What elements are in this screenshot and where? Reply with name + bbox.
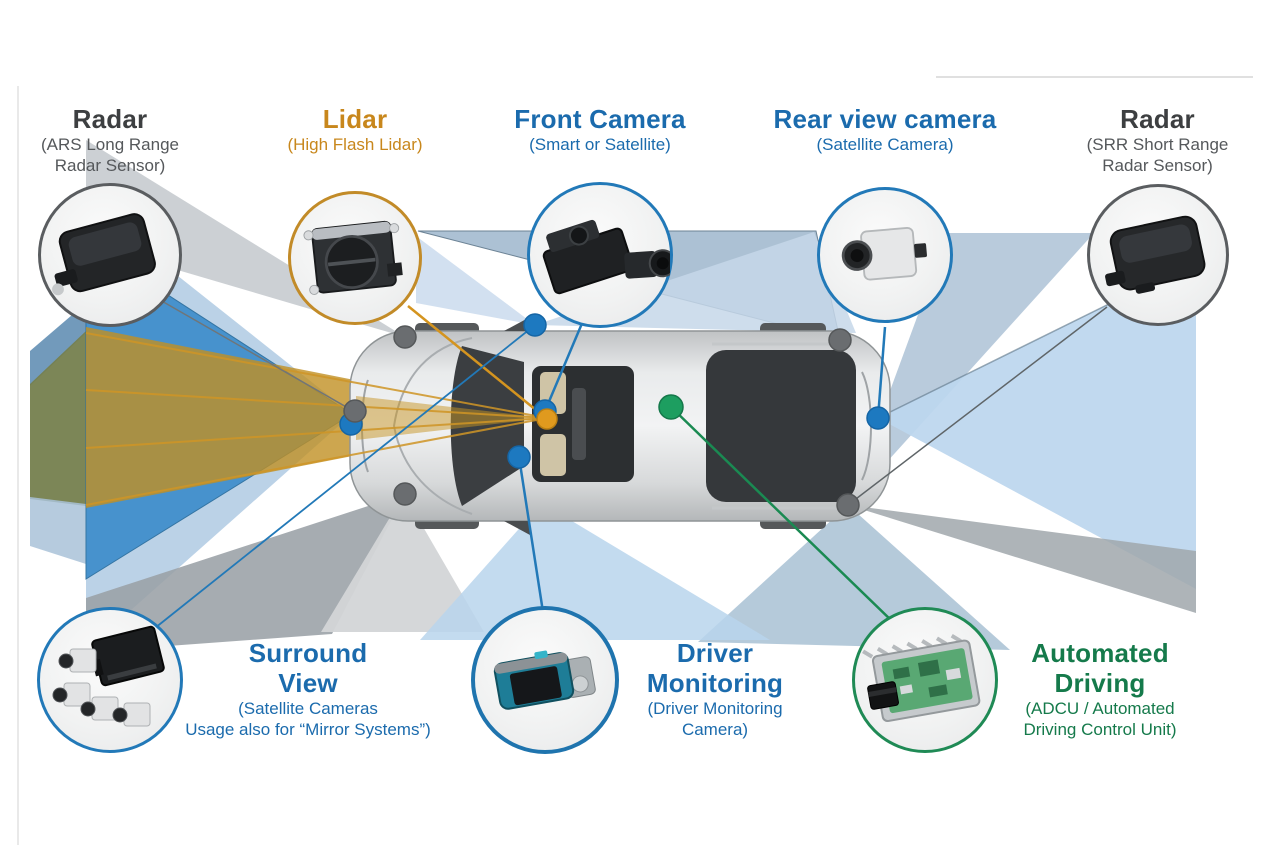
automated-driving-ecu-icon <box>862 633 981 723</box>
car-top-view <box>349 317 891 535</box>
label-driver-monitoring: Driver Monitoring (Driver Monitoring Cam… <box>600 638 830 740</box>
surround-view-title-line2: View <box>278 668 338 698</box>
connector-lines <box>149 299 1108 633</box>
driver-monitoring-subtitle-line2: Camera) <box>681 720 749 739</box>
rear-camera-subtitle: (Satellite Camera) <box>816 135 954 154</box>
rear-camera-title: Rear view camera <box>773 104 997 134</box>
automated-driving-title-line2: Driving <box>1054 668 1146 698</box>
lidar-pod <box>288 191 422 325</box>
radar-short-subtitle-line1: (SRR Short Range <box>1086 135 1229 154</box>
lidar-subtitle: (High Flash Lidar) <box>287 135 423 154</box>
driver-monitoring-pod <box>471 606 619 754</box>
radar-long-subtitle-line1: (ARS Long Range <box>41 135 179 154</box>
label-automated-driving: Automated Driving (ADCU / Automated Driv… <box>975 638 1225 740</box>
automated-driving-subtitle-line1: (ADCU / Automated <box>1025 699 1175 718</box>
radar-short-range-pod <box>1087 184 1229 326</box>
radar-short-subtitle-line2: Radar Sensor) <box>1102 156 1213 175</box>
driver-monitoring-camera-icon <box>493 650 596 710</box>
label-surround-view: Surround View (Satellite Cameras Usage a… <box>163 638 453 740</box>
radar-long-title: Radar <box>72 104 148 134</box>
label-front-camera: Front Camera (Smart or Satellite) <box>480 104 720 155</box>
surround-view-pod <box>37 607 183 753</box>
driver-monitoring-title-line1: Driver <box>676 638 754 668</box>
radar-long-subtitle-line2: Radar Sensor) <box>54 156 166 175</box>
automated-driving-title-line1: Automated <box>1031 638 1169 668</box>
surround-view-subtitle-line1: (Satellite Cameras <box>238 699 378 718</box>
radar-long-range-sensor-icon <box>52 213 156 296</box>
driver-monitoring-subtitle-line1: (Driver Monitoring <box>647 699 783 718</box>
rear-camera-pod <box>817 187 953 323</box>
label-radar-long-range: Radar (ARS Long Range Radar Sensor) <box>10 104 210 176</box>
front-camera-pod <box>527 182 673 328</box>
automated-driving-subtitle-line2: Driving Control Unit) <box>1023 720 1177 739</box>
rear-view-camera-icon <box>841 226 927 281</box>
front-camera-title: Front Camera <box>514 104 686 134</box>
surround-view-title-line1: Surround <box>248 638 368 668</box>
front-camera-icon <box>542 219 670 295</box>
lidar-sensor-icon <box>303 220 403 295</box>
label-rear-camera: Rear view camera (Satellite Camera) <box>755 104 1015 155</box>
radar-long-range-pod <box>38 183 182 327</box>
label-lidar: Lidar (High Flash Lidar) <box>255 104 455 155</box>
surround-view-subtitle-line2: Usage also for “Mirror Systems”) <box>185 720 431 739</box>
frame-hairlines <box>17 76 1253 845</box>
driver-monitoring-title-line2: Monitoring <box>646 668 784 698</box>
surround-view-cameras-icon <box>52 625 165 727</box>
radar-short-range-sensor-icon <box>1105 215 1206 294</box>
automated-driving-pod <box>852 607 998 753</box>
sensor-location-dots <box>339 313 890 517</box>
label-radar-short-range: Radar (SRR Short Range Radar Sensor) <box>1055 104 1260 176</box>
radar-short-title: Radar <box>1120 104 1195 134</box>
front-camera-subtitle: (Smart or Satellite) <box>529 135 671 154</box>
lidar-title: Lidar <box>322 104 388 134</box>
